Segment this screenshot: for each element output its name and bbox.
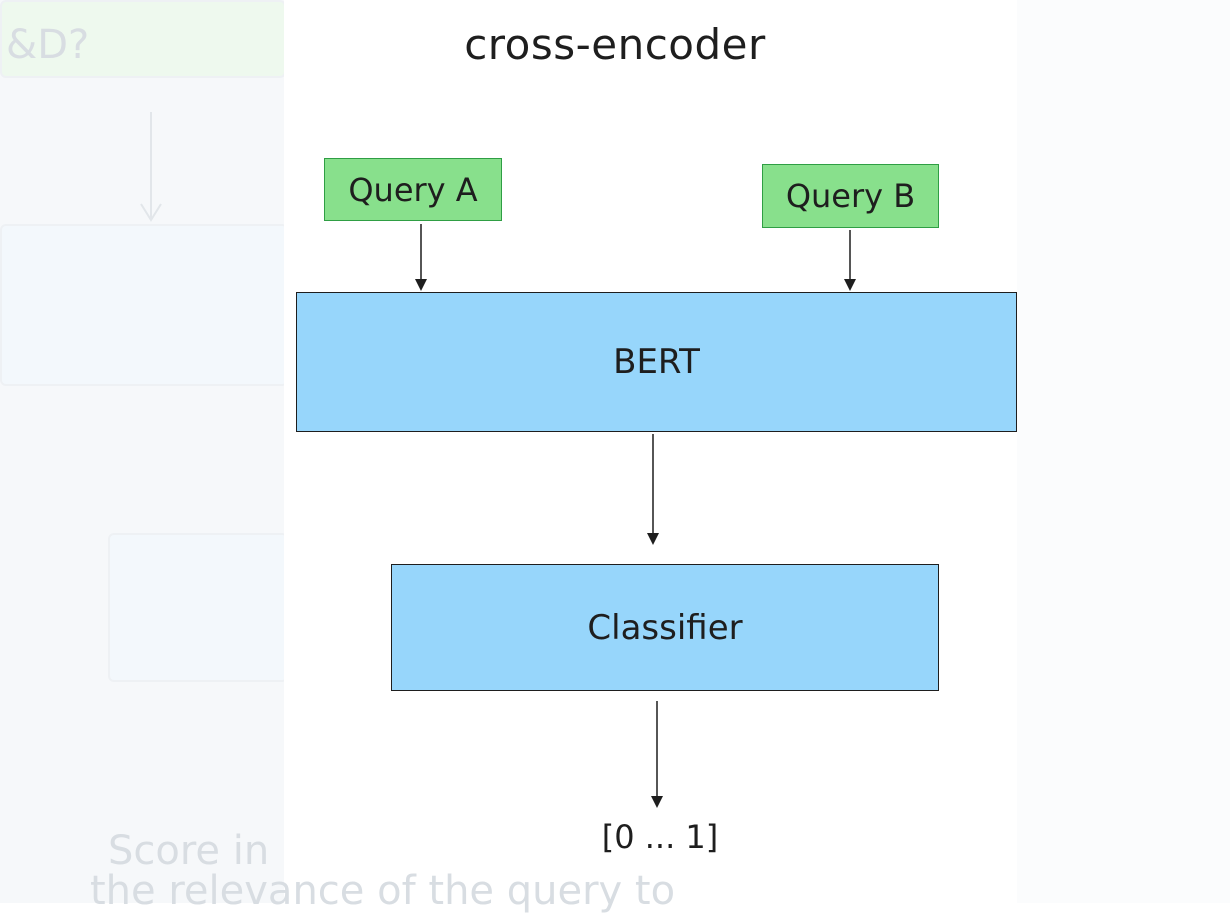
background-arrow bbox=[140, 112, 162, 222]
output-range: [0 ... 1] bbox=[601, 818, 719, 856]
query-b-node: Query B bbox=[762, 164, 939, 228]
background-panel-left: &D? Score in bbox=[0, 0, 284, 903]
background-text-score: Score in bbox=[108, 828, 270, 874]
classifier-block: Classifier bbox=[391, 564, 939, 691]
background-panel-right bbox=[1017, 0, 1230, 903]
query-a-node: Query A bbox=[324, 158, 502, 221]
background-box-2 bbox=[108, 533, 284, 682]
diagram-title: cross-encoder bbox=[464, 20, 766, 69]
background-box-1 bbox=[0, 224, 284, 386]
bert-block: BERT bbox=[296, 292, 1017, 432]
background-text-top: &D? bbox=[6, 22, 90, 68]
background-box-green bbox=[0, 0, 284, 78]
